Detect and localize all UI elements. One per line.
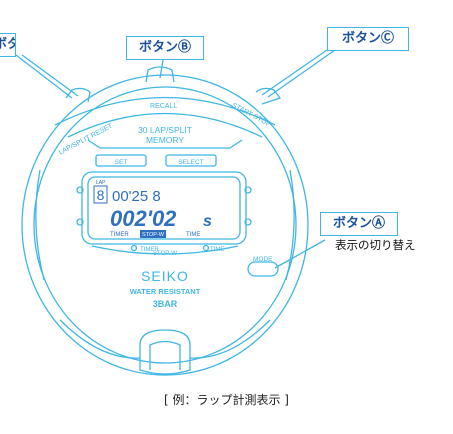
figure-caption: [ 例：ラップ計測表示 ] [164, 393, 289, 407]
lower-bezel-arc [91, 245, 239, 255]
callout-button-a: ボタンⒶ [320, 212, 398, 236]
case-lower-right [189, 319, 271, 359]
mode-dot-time [202, 244, 210, 252]
bezel-top-arc-inner [67, 112, 263, 138]
bottom-lug [139, 329, 191, 375]
callout-button-c-text: ボタンⒸ [341, 31, 394, 46]
water-resistant-label: WATER RESISTANT [130, 287, 201, 296]
lcd-frame [81, 171, 247, 245]
lcd-window [87, 176, 241, 240]
lcd-main-unit: s [203, 213, 212, 230]
lap-split-reset-label: LAP/SPLIT RESET [58, 122, 115, 157]
select-label: SELECT [178, 159, 203, 166]
lcd-stopw-label: STOP-W [142, 232, 165, 238]
leader-line-a [274, 239, 326, 269]
case-outer [21, 74, 309, 376]
bezel-time-label: TIME [210, 247, 224, 253]
leader-line-c [267, 49, 336, 98]
memory-panel-top [87, 139, 243, 149]
case-right-side [285, 169, 295, 281]
lcd-top-time: 00'25 8 [112, 188, 161, 205]
lap-split-reset-pusher[interactable] [65, 87, 91, 103]
bar-rating-label: 3BAR [153, 299, 178, 309]
mode-dot-timer [130, 244, 138, 252]
bezel-stopw-label: STOP-W [153, 251, 177, 257]
memory-line1: 30 LAP/SPLIT [138, 125, 192, 135]
lcd-main-time: 002'02 [110, 206, 177, 231]
button-a-note: 表示の切り替え [335, 238, 416, 252]
callout-button-b-text: ボタンⒷ [138, 40, 191, 55]
set-button[interactable] [95, 154, 147, 167]
set-label: SET [115, 159, 128, 166]
lcd-stopw-highlight [140, 230, 166, 238]
callout-button-d: ボタンⒹ [0, 33, 16, 57]
mode-label: MODE [253, 256, 273, 263]
lcd-screw-tl [76, 186, 84, 194]
case-inner [33, 86, 297, 364]
lcd-screw-bl [76, 218, 84, 226]
bottom-lug-inner [149, 340, 181, 370]
lcd-time-label: TIME [186, 232, 200, 238]
leader-line-c-2 [261, 49, 328, 96]
bezel-top-arc [54, 96, 276, 126]
leader-line-d [11, 51, 73, 99]
callout-button-a-text: ボタンⒶ [332, 216, 385, 231]
bezel-timer-label: TIMER [140, 247, 159, 253]
start-stop-pusher[interactable] [255, 87, 282, 105]
brand-label: SEIKO [141, 268, 189, 284]
callout-button-b: ボタンⒷ [126, 36, 204, 60]
mode-button[interactable] [247, 261, 279, 277]
case-lower-left [59, 319, 141, 359]
memory-line2: MEMORY [146, 135, 184, 145]
callout-button-d-text: ボタンⒹ [0, 34, 15, 55]
lcd-screw-br [244, 218, 252, 226]
lcd-lap-tag: LAP [96, 180, 106, 186]
recall-label: RECALL [150, 103, 177, 110]
case-left-side [35, 169, 45, 281]
leader-line-d-2 [21, 54, 79, 97]
lcd-timer-label: TIMER [110, 232, 129, 238]
lcd-lap-number: 8 [97, 187, 105, 203]
callout-button-c: ボタンⒸ [327, 27, 409, 51]
lcd-lap-box [93, 185, 108, 204]
recall-pusher[interactable] [145, 66, 175, 83]
select-button[interactable] [165, 154, 217, 167]
lcd-screw-tr [244, 186, 252, 194]
